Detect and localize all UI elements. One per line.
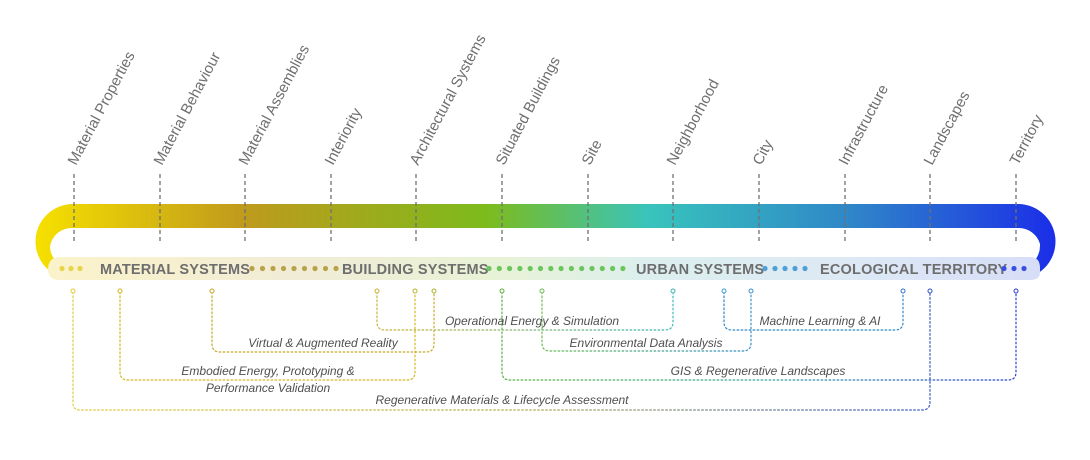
zone-dot	[548, 265, 554, 272]
label-environmental-data: Environmental Data Analysis	[570, 336, 723, 350]
node-virtual-end	[431, 288, 437, 294]
scale-label: Material Behaviour	[151, 49, 225, 167]
zone-dot	[322, 265, 329, 272]
connector-gis	[501, 291, 1017, 381]
node-ml-start	[721, 288, 727, 294]
zone-dot	[507, 265, 513, 272]
node-ml-end	[900, 288, 906, 294]
zone-dot	[762, 265, 768, 272]
label-regenerative-materials: Regenerative Materials & Lifecycle Asses…	[376, 393, 630, 407]
zone-dot	[599, 265, 605, 272]
node-environmental-end	[748, 288, 754, 294]
label-operational-energy: Operational Energy & Simulation	[445, 314, 619, 328]
node-gis-start	[499, 288, 505, 294]
scale-label: Situated Buildings	[493, 54, 564, 168]
zone-dot	[486, 265, 492, 272]
connector-virtual-augmented	[211, 291, 435, 353]
node-virtual-start	[209, 288, 215, 294]
zone-label-material: MATERIAL SYSTEMS	[100, 262, 250, 278]
scale-label: City	[750, 137, 777, 168]
node-regen-end	[927, 288, 933, 294]
zone-dot	[537, 265, 544, 272]
zone-dot	[270, 265, 276, 272]
zone-dot	[558, 265, 564, 272]
zone-dot	[1011, 265, 1017, 272]
zone-dot	[568, 265, 575, 272]
label-virtual-augmented: Virtual & Augmented Reality	[248, 336, 398, 350]
scale-label: Material Properties	[65, 49, 139, 168]
label-embodied-energy-line2: Performance Validation	[206, 381, 331, 395]
zone-dot	[1001, 265, 1007, 272]
zone-dot	[259, 265, 266, 272]
scale-label: Material Assemblies	[236, 42, 314, 168]
scale-label: Site	[579, 137, 606, 168]
node-embodied-end	[412, 288, 418, 294]
connector-embodied-energy	[119, 291, 416, 381]
zone-dot	[620, 265, 626, 272]
zone-dot	[280, 265, 287, 272]
zone-dot	[249, 265, 255, 272]
scale-label: Territory	[1007, 112, 1048, 168]
zone-dot	[1021, 265, 1027, 272]
zone-label-urban: URBAN SYSTEMS	[636, 262, 764, 278]
zone-dot	[301, 265, 308, 272]
node-gis-end	[1013, 288, 1019, 294]
node-operational-end	[670, 288, 676, 294]
label-machine-learning: Machine Learning & AI	[760, 314, 882, 328]
zone-dot	[772, 265, 778, 272]
zone-band	[48, 257, 1040, 280]
zone-dot	[527, 265, 533, 272]
zone-dot	[589, 265, 595, 272]
zone-dot	[496, 265, 502, 272]
label-gis: GIS & Regenerative Landscapes	[671, 364, 846, 378]
label-embodied-energy-line1: Embodied Energy, Prototyping &	[181, 364, 354, 378]
scale-label: Landscapes	[921, 88, 974, 167]
zone-dot	[59, 265, 65, 272]
scale-label: Infrastructure	[836, 82, 892, 168]
zone-dot	[291, 265, 297, 272]
scale-label: Architectural Systems	[407, 32, 490, 168]
zone-dot	[792, 265, 798, 272]
node-environmental-start	[539, 288, 545, 294]
zone-dot	[333, 265, 339, 272]
node-regen-start	[70, 288, 76, 294]
zone-dot	[68, 265, 74, 272]
zone-dot	[77, 265, 83, 272]
scale-label: Neighborhood	[664, 77, 723, 168]
zone-label-building: BUILDING SYSTEMS	[342, 262, 489, 278]
zone-dot	[782, 265, 788, 272]
zone-dot	[517, 265, 523, 272]
connector-environmental-data	[541, 291, 752, 352]
connector-machine-learning	[723, 291, 904, 331]
scale-gradient-bar	[35, 204, 1056, 279]
node-embodied-start	[117, 288, 123, 294]
scale-label: Interiority	[322, 105, 366, 168]
zone-label-ecological: ECOLOGICAL TERRITORY	[820, 262, 1008, 278]
zone-dot	[312, 265, 318, 272]
zone-dot	[610, 265, 616, 272]
zone-dot	[579, 265, 585, 272]
node-operational-start	[374, 288, 380, 294]
zone-dot	[802, 265, 808, 272]
connector-operational-energy	[376, 291, 674, 331]
connector-regenerative-materials	[72, 291, 931, 411]
